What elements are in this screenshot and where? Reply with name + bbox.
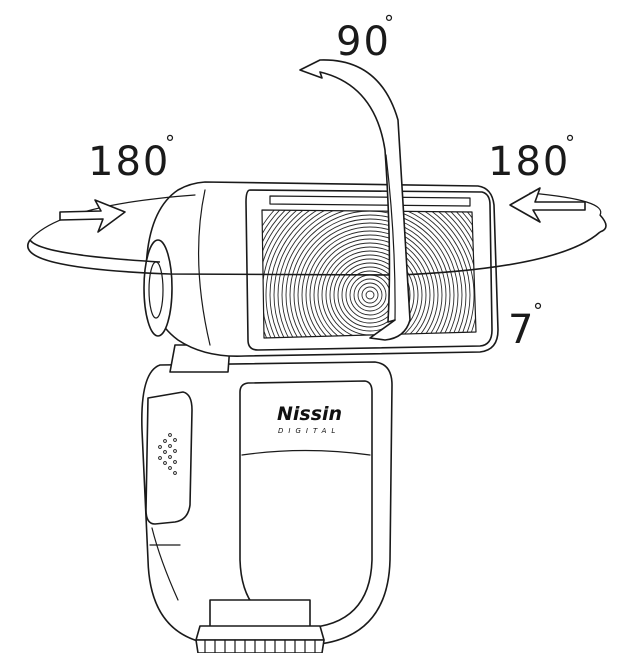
svg-text:°: °: [165, 131, 175, 155]
angle-label-180-left: 180 °: [88, 131, 175, 185]
hot-shoe-foot: [195, 599, 325, 653]
angle-label-7: 7 °: [508, 299, 543, 353]
brand-subline: DIGITAL: [278, 427, 340, 435]
speaker-grille-icon: [158, 433, 177, 475]
svg-text:180: 180: [488, 139, 570, 185]
lens-frame: [245, 189, 493, 351]
vertical-rotation-arrow-icon: [299, 59, 411, 341]
svg-text:7: 7: [508, 307, 535, 353]
brand-logo: Nissin: [277, 403, 342, 425]
flash-body: Nissin DIGITAL: [141, 361, 393, 646]
svg-text:°: °: [533, 299, 543, 323]
svg-text:90: 90: [336, 19, 391, 65]
svg-text:°: °: [565, 131, 575, 155]
svg-text:°: °: [384, 11, 394, 35]
svg-text:180: 180: [88, 139, 170, 185]
angle-label-180-right: 180 °: [488, 131, 575, 185]
angle-label-90: 90 °: [336, 11, 394, 65]
swivel-knob: [143, 239, 173, 337]
horizontal-rotation-arrow-icon: [27, 187, 607, 276]
